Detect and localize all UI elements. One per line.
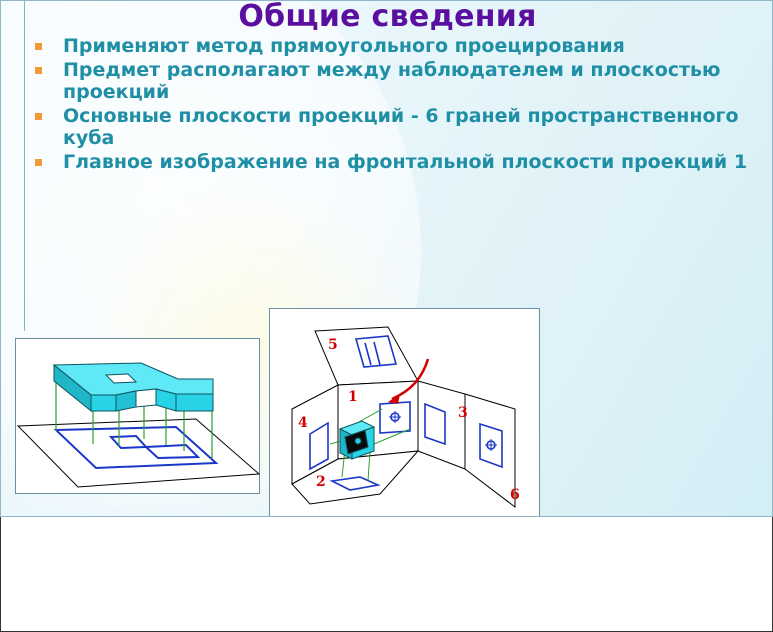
projection-plane [16,418,261,488]
bullet-text: Предмет располагают между наблюдателем и… [63,59,721,103]
bullet-item: Применяют метод прямоугольного проециров… [31,35,766,57]
3d-object [52,362,214,413]
left-accent-line [24,1,25,331]
plane-label-2: 2 [316,474,326,490]
plane-projections [309,335,503,491]
projection-cube-drawing: 5 1 3 4 2 6 [291,326,520,509]
bullet-list: Применяют метод прямоугольного проециров… [31,35,766,175]
bullet-item: Главное изображение на фронтальной плоск… [31,151,766,173]
center-marks [389,411,497,451]
plane-label-1: 1 [348,389,358,405]
bullet-item: Основные плоскости проекций - 6 граней п… [31,105,766,149]
plane-6 [464,393,516,509]
empty-area [0,517,773,632]
projection-figure [15,338,261,494]
bullet-square-icon [35,43,42,50]
bullet-square-icon [35,113,42,120]
plane-label-6: 6 [510,487,520,503]
3d-object [338,420,376,460]
bullet-text: Основные плоскости проекций - 6 граней п… [63,105,739,149]
plane-label-4: 4 [298,415,308,431]
projected-outline [53,425,219,470]
bullet-square-icon [35,159,42,166]
slide: Общие сведения Применяют метод прямоугол… [0,0,773,517]
bullet-text: Главное изображение на фронтальной плоск… [63,151,748,173]
projection-drawing [16,362,261,488]
plane-label-3: 3 [458,405,468,421]
projection-cube-figure: 5 1 3 4 2 6 [269,308,540,516]
plane-label-5: 5 [328,337,338,353]
arrow-head-icon [388,394,400,404]
slide-title: Общие сведения [238,0,537,34]
bullet-square-icon [35,67,42,74]
bullet-text: Применяют метод прямоугольного проециров… [63,35,625,57]
plane-5 [314,326,419,386]
bullet-item: Предмет располагают между наблюдателем и… [31,59,766,103]
